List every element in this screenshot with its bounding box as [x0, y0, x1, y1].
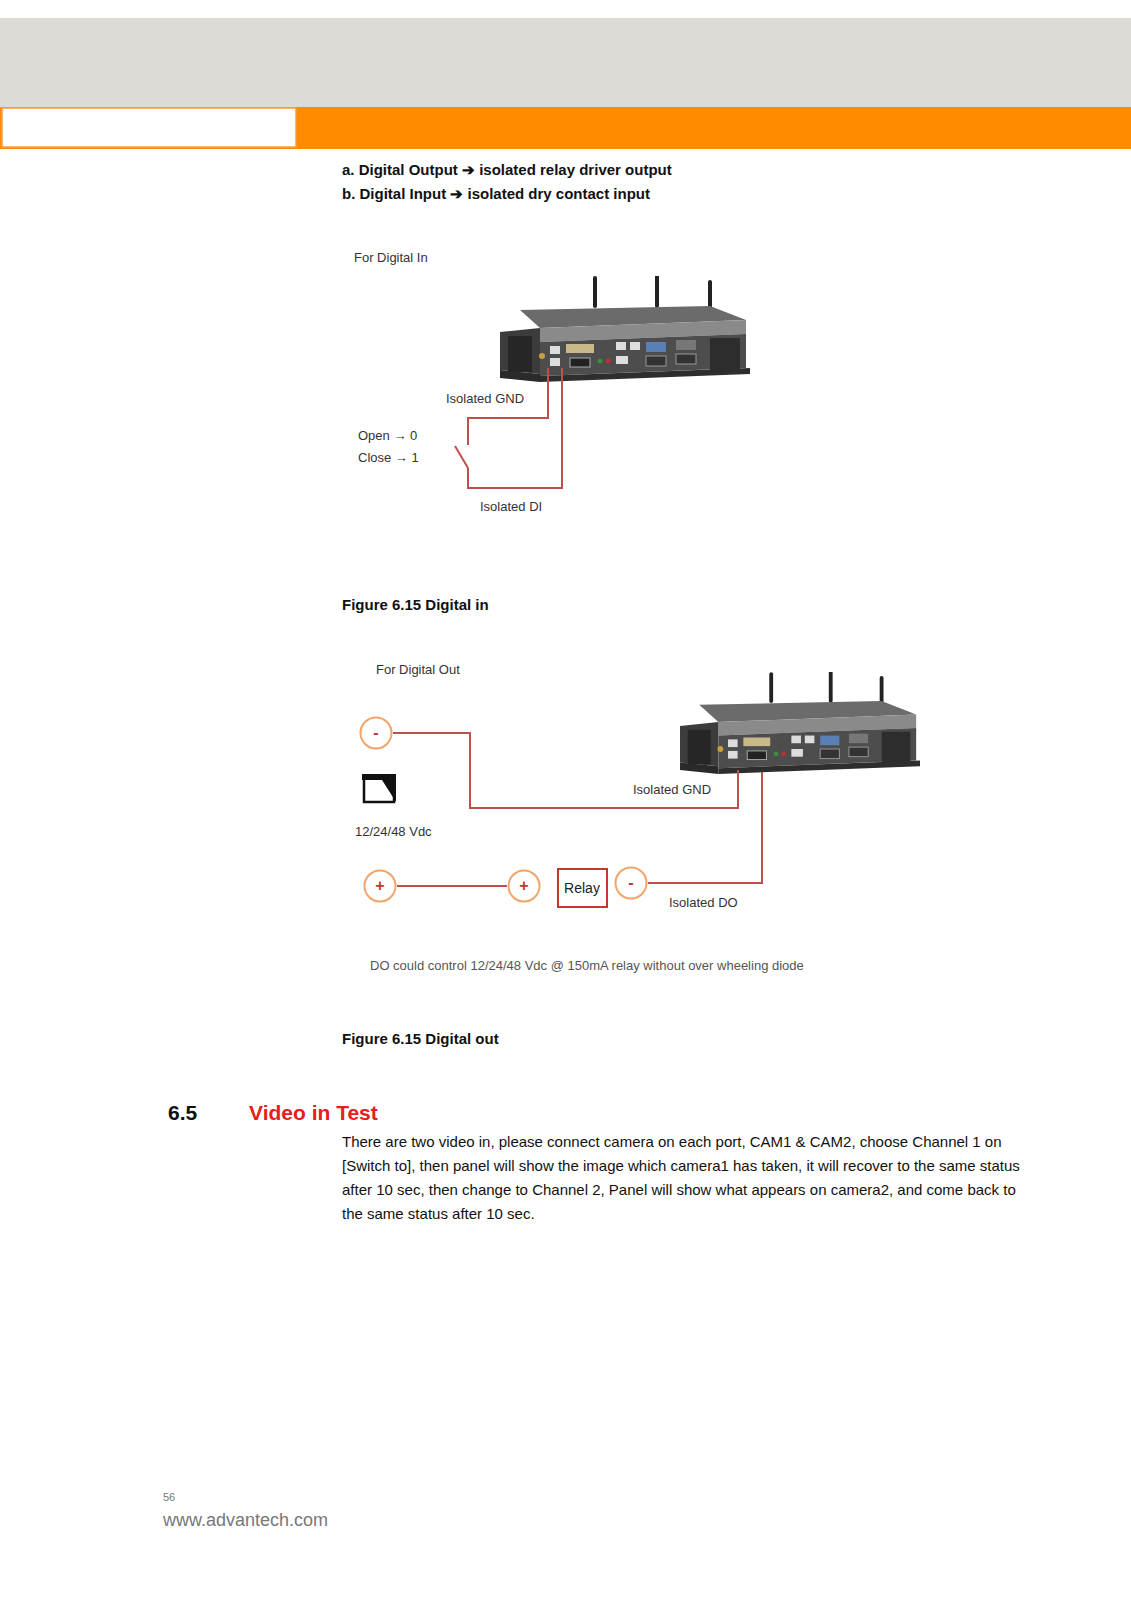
relay-box: Relay: [557, 868, 608, 908]
list-item: a. Digital Output ➔ isolated relay drive…: [342, 161, 672, 179]
digital-out-figure: [362, 672, 920, 883]
state-note: Open → 0: [358, 428, 417, 444]
state-note: Close → 1: [358, 450, 419, 466]
signal-name: Isolated DI: [480, 499, 542, 515]
terminal-circle: +: [507, 869, 541, 903]
signal-name: Isolated DO: [669, 895, 738, 911]
signal-name: Isolated GND: [633, 782, 711, 798]
battery-icon: [362, 774, 396, 802]
note: DO could control 12/24/48 Vdc @ 150mA re…: [370, 958, 804, 974]
figure-caption: Figure 6.15 Digital out: [342, 1030, 499, 1048]
header-bar: [0, 107, 1131, 149]
terminal-circle: -: [614, 866, 648, 900]
list-item: b. Digital Input ➔ isolated dry contact …: [342, 185, 650, 203]
voltage-label: 12/24/48 Vdc: [355, 824, 432, 840]
page-number: 56: [163, 1491, 175, 1504]
body-text: There are two video in, please connect c…: [342, 1130, 1032, 1226]
figure-label: For Digital Out: [376, 662, 460, 678]
terminal-circle: -: [359, 716, 393, 750]
wire-connector: [397, 885, 507, 887]
terminal-circle: +: [363, 869, 397, 903]
figure-caption: Figure 6.15 Digital in: [342, 596, 489, 614]
section-title: Video in Test: [249, 1100, 378, 1125]
section-number: 6.5: [168, 1100, 197, 1125]
polarity-sign: -: [628, 874, 633, 892]
polarity-sign: +: [519, 877, 528, 895]
signal-name: Isolated GND: [446, 391, 524, 407]
digital-in-figure: [455, 276, 750, 488]
header-band: [0, 18, 1131, 107]
figure-label: For Digital In: [354, 250, 428, 266]
footer-url: www.advantech.com: [163, 1510, 328, 1532]
polarity-sign: +: [375, 877, 384, 895]
header-tab: [2, 108, 296, 147]
relay-label: Relay: [564, 880, 600, 896]
polarity-sign: -: [373, 724, 378, 742]
